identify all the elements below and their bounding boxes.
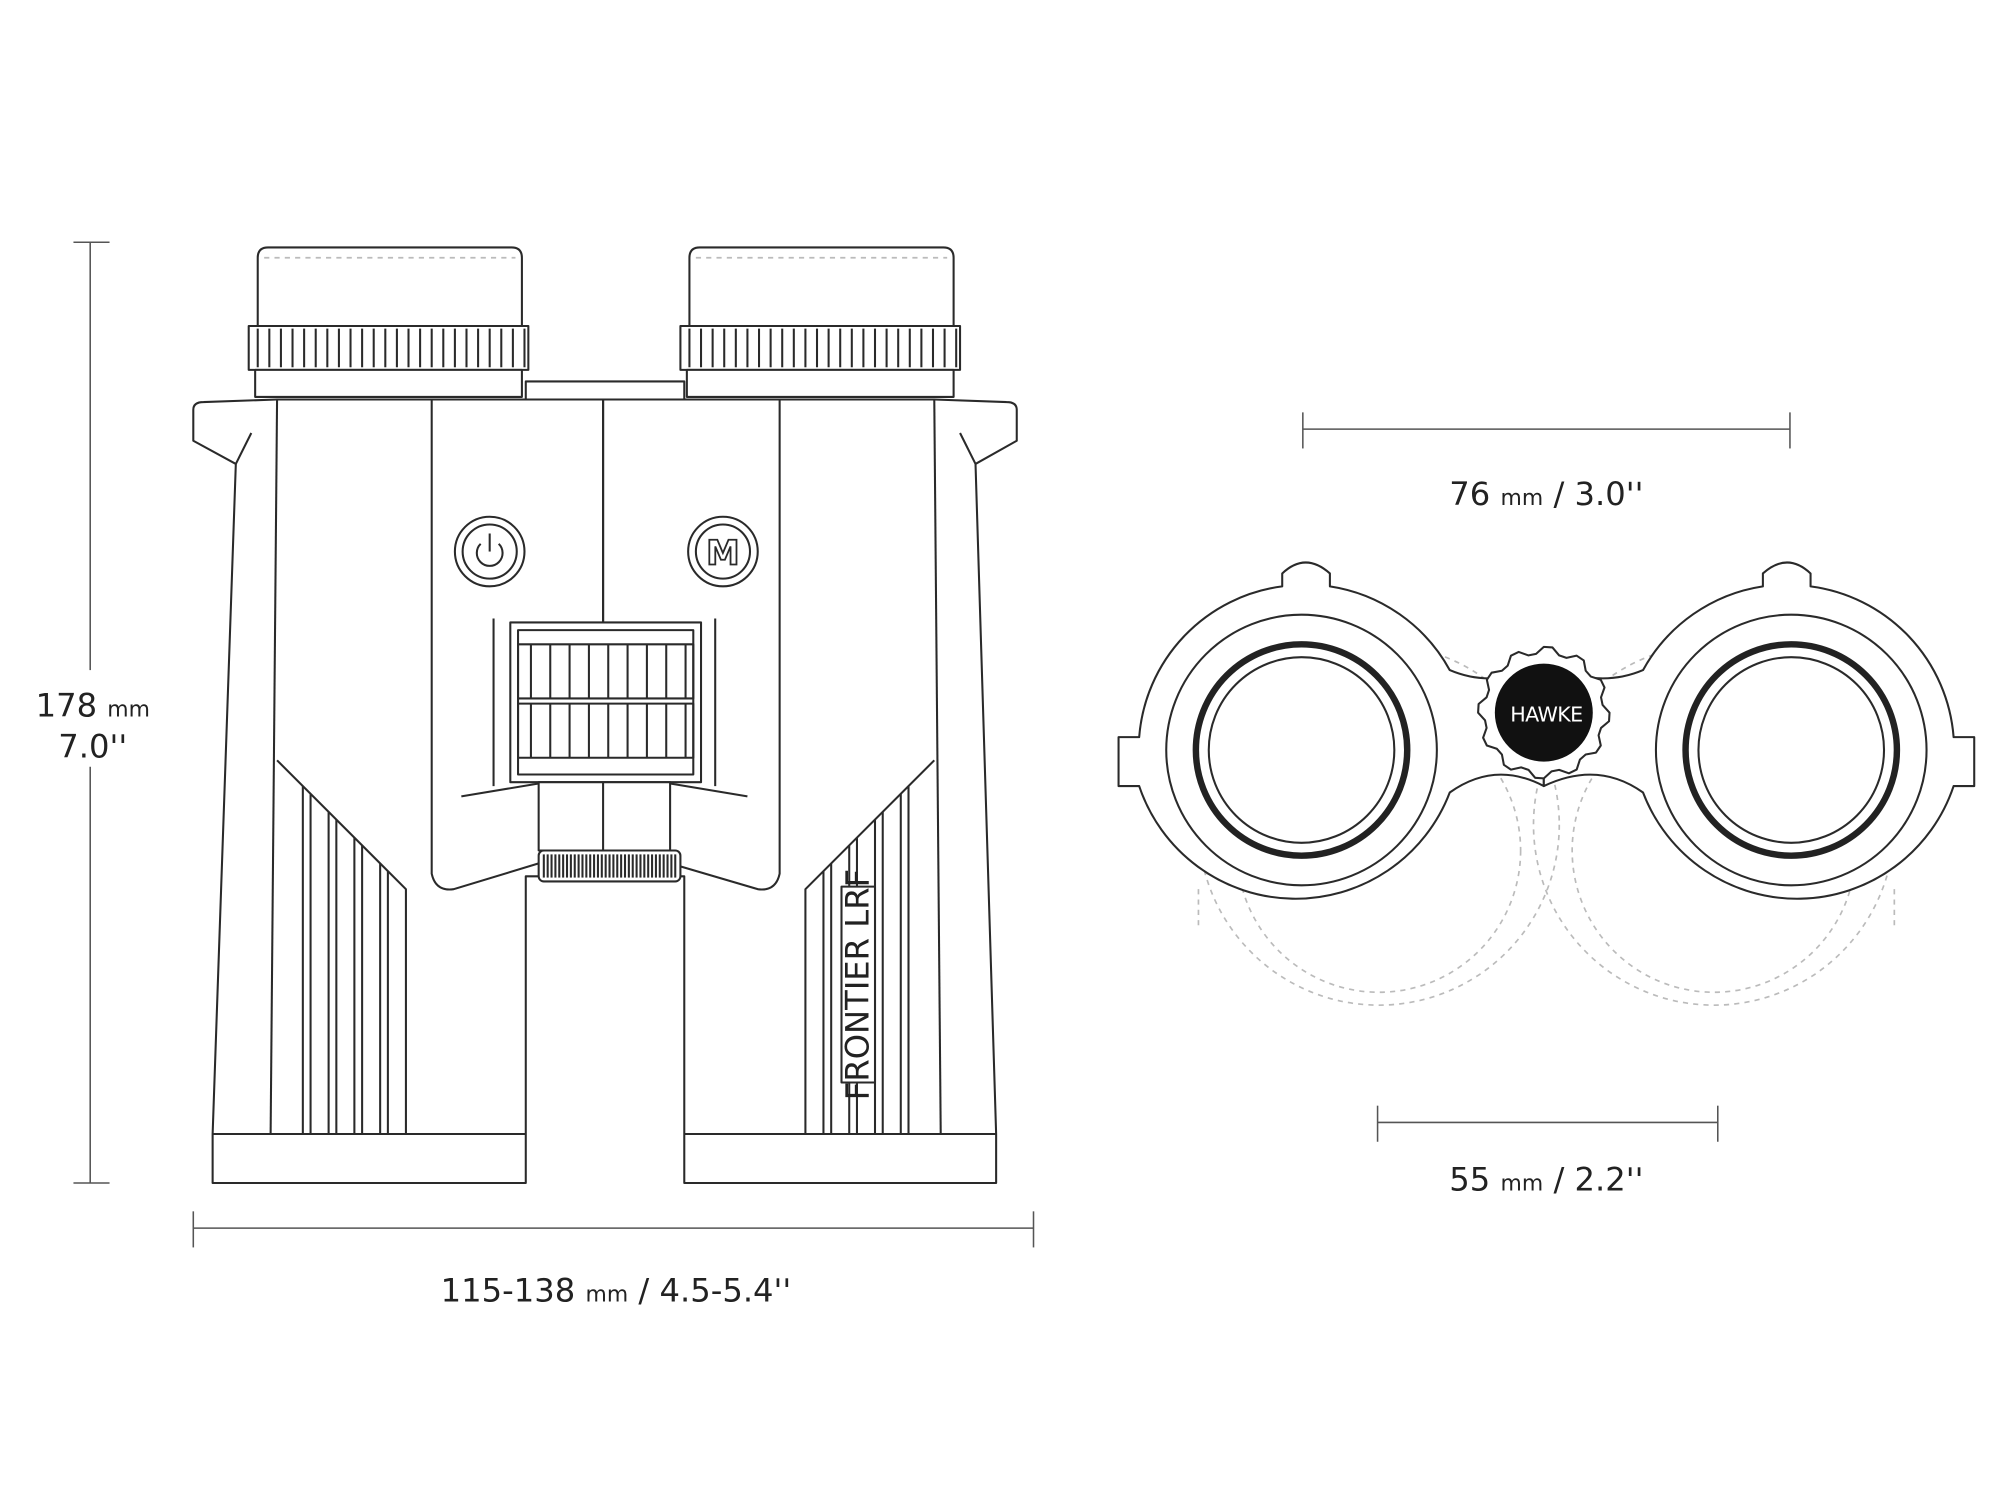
hawke-logo: HAWKE (1494, 663, 1593, 762)
power-icon (475, 533, 504, 567)
ipd-max-label: 76 mm / 3.0'' (1449, 475, 1643, 513)
left-eyecup (256, 246, 523, 330)
power-button[interactable] (453, 515, 526, 588)
binocular-eyepiece-view: HAWKE (1117, 561, 1976, 1006)
model-label-plate (840, 885, 877, 1084)
width-dimension: 115-138 mm / 4.5-5.4'' (192, 1211, 1035, 1310)
ipd-min-dimension: 55 mm / 2.2'' (1376, 1105, 1719, 1199)
height-dimension: 178 mm 7.0'' (25, 241, 162, 1184)
right-barrel (602, 398, 1018, 1185)
right-eyepiece-outline (1542, 561, 1976, 900)
left-eyepiece-outline (1117, 561, 1545, 900)
mode-icon: M (706, 533, 739, 572)
left-diopter-ring (247, 325, 530, 371)
focus-wheel[interactable] (509, 621, 703, 784)
svg-text:HAWKE: HAWKE (1510, 703, 1582, 727)
left-barrel (192, 398, 605, 1185)
height-imperial-label: 7.0'' (58, 728, 127, 766)
mode-button[interactable]: M (687, 515, 759, 588)
height-metric-label: 178 mm (36, 686, 150, 724)
right-diopter-ring (679, 325, 962, 371)
width-label: 115-138 mm / 4.5-5.4'' (441, 1272, 792, 1310)
ipd-min-label: 55 mm / 2.2'' (1449, 1161, 1643, 1199)
binocular-front-view: M FRONTIER LRF (192, 246, 1018, 1185)
right-eyecup (688, 246, 955, 330)
model-label: FRONTIER LRF (839, 869, 877, 1100)
ipd-max-dimension: 76 mm / 3.0'' (1302, 412, 1791, 513)
